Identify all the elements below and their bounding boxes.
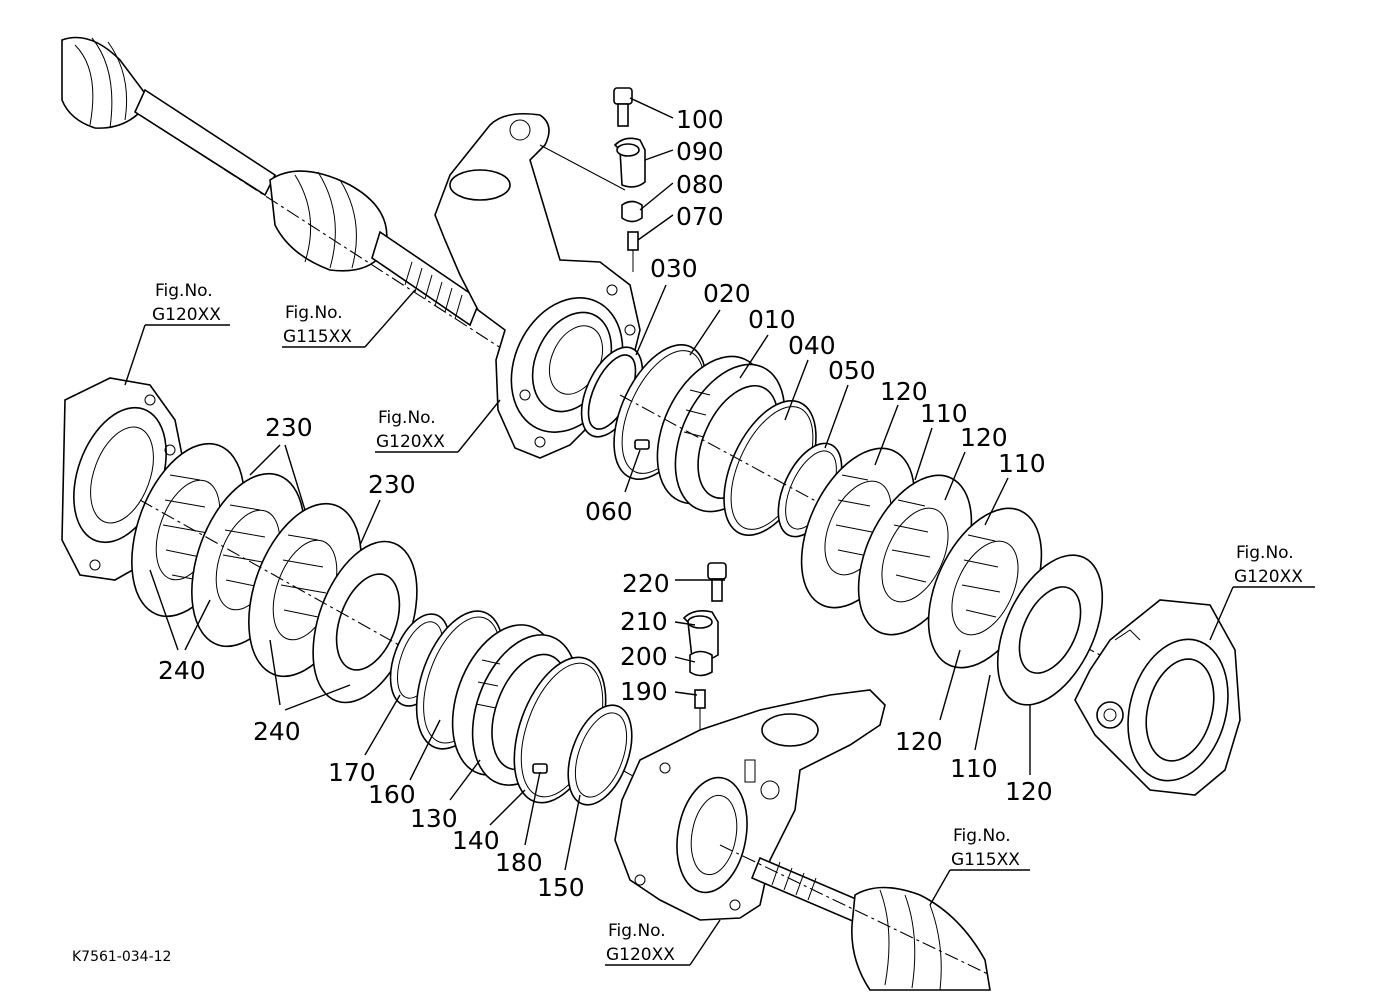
label-240-a: 240 (158, 656, 206, 685)
fig-ref-3-code: G120XX (376, 432, 445, 452)
label-050: 050 (828, 356, 876, 385)
upper-clutch-plates (800, 447, 1104, 706)
upper-fastener-stack (613, 87, 646, 272)
label-190: 190 (620, 677, 668, 706)
label-020: 020 (703, 279, 751, 308)
fig-ref-6-code: G120XX (606, 945, 675, 965)
fig-ref-2-code: G115XX (283, 327, 352, 347)
fig-ref-5-code: G115XX (951, 850, 1020, 870)
label-160: 160 (368, 780, 416, 809)
fig-ref-3-title: Fig.No. (378, 408, 436, 428)
lower-rings-piston (389, 610, 633, 806)
label-110-upper-a: 110 (920, 399, 968, 428)
label-100: 100 (676, 105, 724, 134)
label-150: 150 (537, 873, 585, 902)
label-170: 170 (328, 758, 376, 787)
label-120-upper-b: 120 (960, 423, 1008, 452)
fig-ref-1-title: Fig.No. (155, 281, 213, 301)
leader-lines (124, 97, 1315, 966)
label-230-b: 230 (368, 470, 416, 499)
label-040: 040 (788, 331, 836, 360)
part-number-labels: 100 090 080 070 030 020 010 040 050 060 … (158, 105, 1053, 902)
fig-ref-2-title: Fig.No. (285, 303, 343, 323)
label-180: 180 (495, 848, 543, 877)
drawing-code: K7561-034-12 (72, 949, 171, 965)
figure-reference-labels: Fig.No. G120XX Fig.No. G115XX Fig.No. G1… (152, 281, 1303, 965)
lower-drive-shaft (719, 844, 991, 991)
lower-fastener-stack (682, 562, 727, 740)
fig-ref-5-title: Fig.No. (953, 826, 1011, 846)
label-140: 140 (452, 826, 500, 855)
label-220: 220 (622, 569, 670, 598)
label-090: 090 (676, 137, 724, 166)
label-120-lower-b: 120 (1005, 777, 1053, 806)
upper-drive-shaft (61, 36, 621, 426)
label-240-b: 240 (253, 717, 301, 746)
label-070: 070 (676, 202, 724, 231)
label-110-upper-b: 110 (998, 449, 1046, 478)
label-080: 080 (676, 170, 724, 199)
label-030: 030 (650, 254, 698, 283)
fig-ref-4-title: Fig.No. (1236, 543, 1294, 563)
right-cap-housing (1074, 599, 1241, 796)
lower-knuckle-housing (614, 689, 886, 921)
label-120-upper-a: 120 (880, 377, 928, 406)
label-120-lower-a: 120 (895, 727, 943, 756)
fig-ref-1-code: G120XX (152, 305, 221, 325)
label-060: 060 (585, 497, 633, 526)
label-110-lower: 110 (950, 754, 998, 783)
fig-ref-6-title: Fig.No. (608, 921, 666, 941)
label-200: 200 (620, 642, 668, 671)
label-210: 210 (620, 607, 668, 636)
label-130: 130 (410, 804, 458, 833)
fig-ref-4-code: G120XX (1234, 567, 1303, 587)
lower-clutch-plates (131, 442, 641, 781)
label-230-a: 230 (265, 413, 313, 442)
label-010: 010 (748, 305, 796, 334)
